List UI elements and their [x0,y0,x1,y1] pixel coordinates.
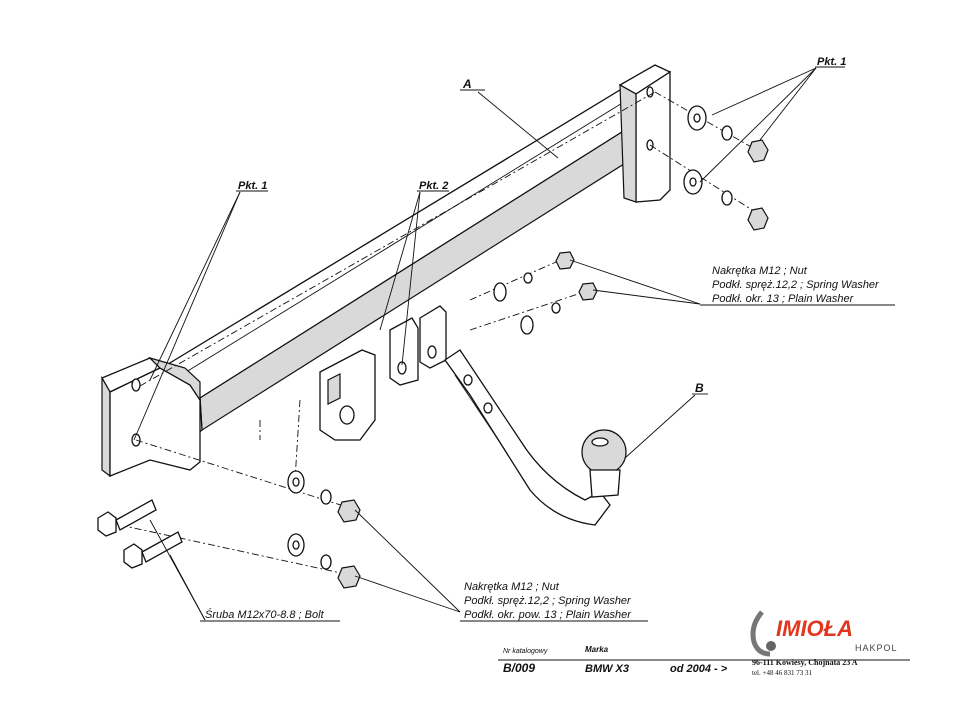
brand-address: 96-111 Kowiesy, Chojnata 23 A [752,658,858,667]
legend-right-spring-washer: Podkł. spręż.12,2 ; Spring Washer [712,279,880,291]
catalog-number: B/009 [503,661,535,675]
brand-phone: tel. +48 46 831 73 31 [752,669,812,677]
make-label: Marka [585,645,609,654]
logo-text: IMIOŁA [776,616,853,641]
legend-bottom-plain-washer: Podkł. okr. pow. 13 ; Plain Washer [464,609,632,621]
left-mounting-plate [101,356,201,478]
ball-neck [444,349,627,526]
right-mounting-plate [618,64,672,203]
legend-right-nut: Nakrętka M12 ; Nut [712,265,808,277]
callout-pkt1-left: Pkt. 1 [238,180,267,192]
callout-a: A [462,77,472,91]
legend-right-plain-washer: Podkł. okr. 13 ; Plain Washer [712,293,855,305]
callout-pkt1-top: Pkt. 1 [817,56,846,68]
bolts [97,499,183,569]
from-year: od 2004 - > [670,663,728,675]
bolt-label: Śruba M12x70-8.8 ; Bolt [205,608,325,621]
catalog-number-label: Nr katalogowy [503,648,548,655]
logo-subtext: HAKPOL [855,643,898,653]
coupling-bracket [319,305,447,441]
leader-lines [133,67,817,621]
bottom-hardware [287,470,361,589]
middle-hardware [493,251,598,335]
callout-pkt2: Pkt. 2 [419,180,448,192]
make-value: BMW X3 [585,663,629,675]
right-hardware [683,105,769,231]
callout-b: B [695,381,704,395]
legend-bottom-spring-washer: Podkł. spręż.12,2 ; Spring Washer [464,595,632,607]
label-underlines [200,66,910,661]
legend-bottom-nut: Nakrętka M12 ; Nut [464,581,560,593]
assembly-axis-lines [119,91,761,576]
imiola-logo: IMIOŁA HAKPOL [750,610,898,657]
